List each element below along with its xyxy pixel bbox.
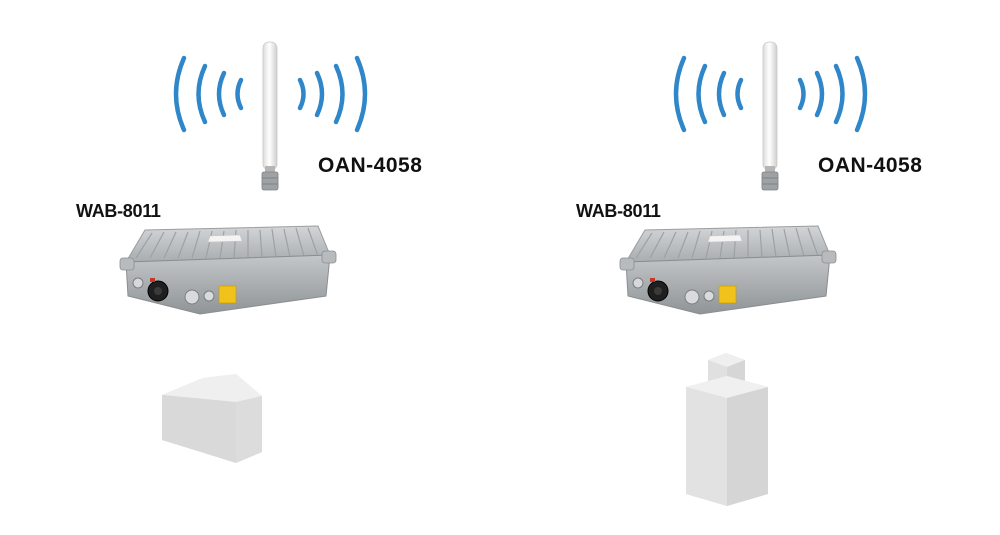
- signal-waves-right-icon: [797, 55, 868, 133]
- house-icon: [162, 374, 262, 463]
- signal-waves-left-icon: [673, 55, 744, 133]
- tower-building-icon: [686, 353, 768, 506]
- scene-left-artwork: [119, 41, 368, 463]
- scene-left: OAN-4058 WAB-8011: [76, 41, 423, 463]
- scene-right-artwork: [619, 41, 868, 506]
- antenna-model-label: OAN-4058: [818, 154, 923, 177]
- signal-waves-left-icon: [173, 55, 244, 133]
- device-model-label: WAB-8011: [576, 201, 661, 221]
- antenna-model-label: OAN-4058: [318, 154, 423, 177]
- device-model-label: WAB-8011: [76, 201, 161, 221]
- signal-waves-right-icon: [297, 55, 368, 133]
- scene-right: OAN-4058 WAB-8011: [500, 0, 1000, 535]
- outdoor-device-icon: [619, 225, 837, 315]
- antenna-icon: [761, 41, 779, 191]
- outdoor-device-icon: [119, 225, 337, 315]
- antenna-icon: [261, 41, 279, 191]
